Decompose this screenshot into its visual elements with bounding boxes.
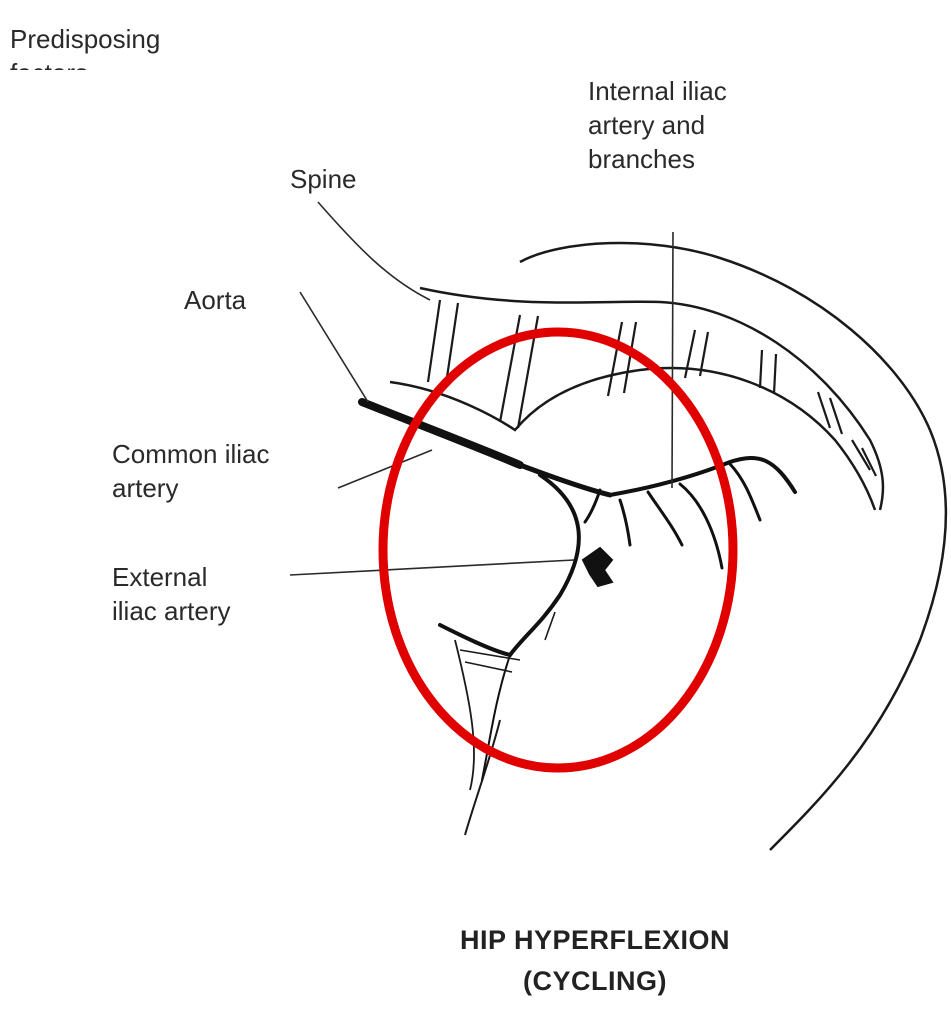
label-external-iliac: External iliac artery	[112, 560, 230, 628]
leader-lines	[290, 202, 673, 575]
common-iliac-vessel	[520, 465, 610, 495]
spine-upper-edge	[420, 288, 883, 510]
header-clip: Predisposing factors	[0, 0, 240, 70]
external-iliac-leader	[290, 560, 574, 575]
external-iliac-vessel	[440, 475, 579, 655]
caption-line-2: (CYCLING)	[395, 966, 795, 997]
internal-iliac-leader	[672, 232, 673, 488]
spine-leader	[318, 202, 430, 300]
label-internal-iliac: Internal iliac artery and branches	[588, 74, 727, 176]
label-spine: Spine	[290, 162, 357, 196]
header-predisposing: Predisposing factors	[10, 22, 160, 70]
label-aorta: Aorta	[184, 283, 246, 317]
internal-iliac-vessel	[610, 458, 795, 495]
aorta-leader	[300, 292, 368, 402]
highlight-circle	[383, 332, 733, 768]
kink-marker-arrow	[583, 548, 612, 586]
vertebrae	[428, 300, 876, 476]
label-common-iliac: Common iliac artery	[112, 437, 270, 505]
common-iliac-leader	[338, 450, 432, 488]
caption-line-1: HIP HYPERFLEXION	[395, 925, 795, 956]
aorta-vessel	[362, 402, 520, 465]
